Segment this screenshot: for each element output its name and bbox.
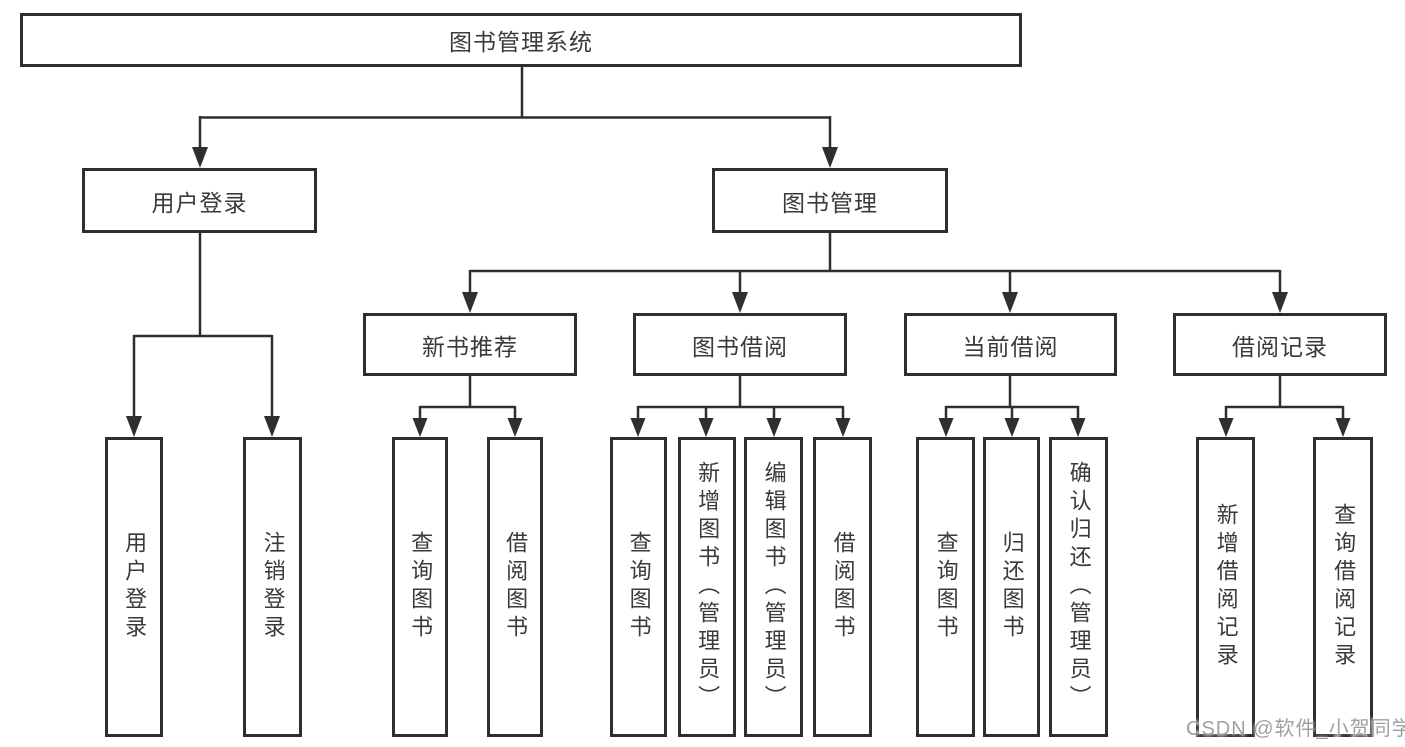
node-leaf-query-books-borrow: 查询图书 (610, 437, 667, 737)
arrow-down-icon (938, 418, 954, 437)
node-leaf-query-books-recommend: 查询图书 (392, 437, 448, 737)
node-current-borrow: 当前借阅 (904, 313, 1117, 376)
node-label: 新增图书（管理员） (695, 461, 721, 713)
node-label: 注销登录 (260, 531, 286, 643)
node-leaf-query-books-current: 查询图书 (916, 437, 975, 737)
node-label: 当前借阅 (962, 333, 1059, 360)
connector-root-to-level2 (198, 67, 832, 148)
node-label: 查询图书 (933, 531, 959, 643)
node-leaf-confirm-return-admin: 确认归还（管理员） (1049, 437, 1108, 737)
node-label: 借阅图书 (503, 531, 529, 643)
node-label: 图书管理 (782, 189, 878, 216)
arrow-down-icon (822, 147, 838, 168)
node-book-management: 图书管理 (712, 168, 948, 233)
node-label: 归还图书 (999, 531, 1025, 643)
node-label: 新增借阅记录 (1213, 503, 1239, 671)
arrow-down-icon (507, 418, 523, 437)
node-label: 查询图书 (626, 531, 652, 643)
connector-user-login-to-leaves (132, 233, 274, 418)
node-label: 查询借阅记录 (1331, 503, 1357, 671)
node-label: 借阅图书 (830, 531, 856, 643)
arrow-down-icon (766, 418, 782, 437)
connector-borrow-records-to-leaves (1224, 376, 1345, 420)
connector-new-book-to-leaves (418, 376, 517, 420)
connector-current-borrow-to-leaves (944, 376, 1080, 420)
arrow-down-icon (462, 292, 478, 313)
arrow-down-icon (264, 416, 280, 437)
node-label: 确认归还（管理员） (1066, 461, 1092, 713)
node-book-borrow: 图书借阅 (633, 313, 847, 376)
arrowhead-icons (126, 147, 1351, 437)
connector-book-mgmt-to-level3 (468, 233, 1282, 294)
arrow-down-icon (1218, 418, 1234, 437)
node-leaf-return-books: 归还图书 (983, 437, 1040, 737)
arrow-down-icon (1004, 418, 1020, 437)
node-leaf-logout: 注销登录 (243, 437, 302, 737)
node-root-system: 图书管理系统 (20, 13, 1022, 67)
node-label: 图书借阅 (692, 333, 788, 360)
arrow-down-icon (698, 418, 714, 437)
node-leaf-borrow-books: 借阅图书 (813, 437, 872, 737)
node-label: 用户登录 (122, 531, 148, 643)
arrow-down-icon (1335, 418, 1351, 437)
csdn-watermark: CSDN @软件_小贺同学 (1186, 718, 1405, 740)
arrow-down-icon (1272, 292, 1288, 313)
node-user-login: 用户登录 (82, 168, 317, 233)
node-leaf-add-borrow-record: 新增借阅记录 (1196, 437, 1255, 737)
node-leaf-borrow-books-recommend: 借阅图书 (487, 437, 543, 737)
node-label: 图书管理系统 (449, 29, 593, 55)
arrow-down-icon (126, 416, 142, 437)
node-borrow-records: 借阅记录 (1173, 313, 1387, 376)
node-label: 用户登录 (151, 189, 248, 216)
node-leaf-user-login: 用户登录 (105, 437, 163, 737)
node-label: 新书推荐 (422, 333, 518, 360)
node-leaf-add-books-admin: 新增图书（管理员） (678, 437, 736, 737)
arrow-down-icon (835, 418, 851, 437)
node-label: 编辑图书（管理员） (761, 461, 787, 713)
node-leaf-query-borrow-record: 查询借阅记录 (1313, 437, 1373, 737)
node-new-book-recommend: 新书推荐 (363, 313, 577, 376)
connector-book-borrow-to-leaves (636, 376, 845, 420)
arrow-down-icon (412, 418, 428, 437)
node-label: 借阅记录 (1232, 333, 1328, 360)
arrow-down-icon (630, 418, 646, 437)
node-label: 查询图书 (408, 531, 434, 643)
arrow-down-icon (732, 292, 748, 313)
arrow-down-icon (1002, 292, 1018, 313)
arrow-down-icon (1070, 418, 1086, 437)
node-leaf-edit-books-admin: 编辑图书（管理员） (744, 437, 803, 737)
arrow-down-icon (192, 147, 208, 168)
